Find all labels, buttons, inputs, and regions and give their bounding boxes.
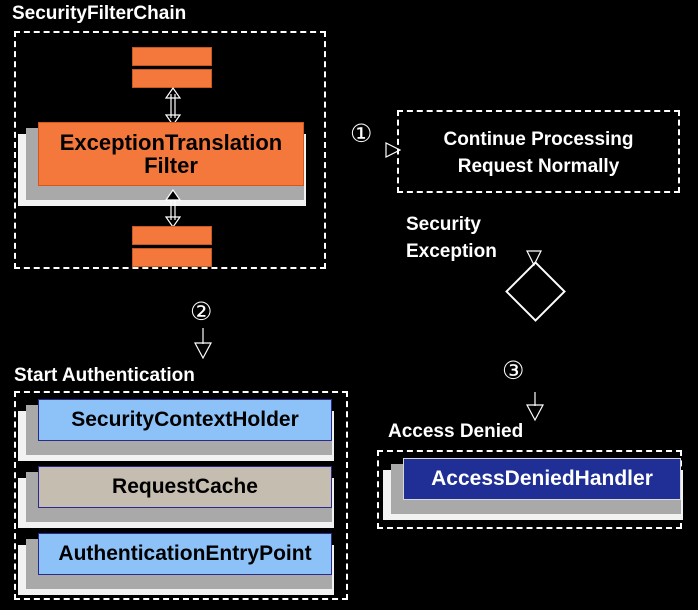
filter-bar-top-1: [132, 47, 212, 66]
filter-bar-top-2: [132, 69, 212, 88]
step-marker-three: ③: [502, 356, 525, 385]
group-security-filter-chain: [14, 31, 326, 269]
component-authentication-entry-point[interactable]: AuthenticationEntryPoint: [18, 533, 334, 595]
group-label-access-denied: Access Denied: [388, 421, 524, 442]
connector-step-one-arrow: [380, 140, 406, 160]
group-label-continue-processing: Continue Processing Request Normally: [397, 126, 680, 180]
connector-step-three-arrow: [521, 392, 549, 424]
component-request-cache[interactable]: RequestCache: [18, 466, 334, 528]
step-marker-two: ②: [190, 297, 213, 326]
step-marker-one: ①: [350, 119, 373, 148]
filter-bar-bottom-2: [132, 248, 212, 267]
continue-processing-line-1: Continue Processing: [443, 129, 634, 150]
component-label: AccessDeniedHandler: [431, 466, 653, 490]
group-label-start-authentication: Start Authentication: [14, 365, 195, 386]
connector-bottom-bidirectional: [160, 188, 186, 229]
component-label: RequestCache: [112, 474, 258, 498]
component-access-denied-handler[interactable]: AccessDeniedHandler: [383, 458, 683, 520]
connector-step-two-arrow: [189, 328, 217, 360]
component-security-context-holder[interactable]: SecurityContextHolder: [18, 399, 334, 461]
component-face: AccessDeniedHandler: [403, 458, 681, 500]
filter-bar-bottom-1: [132, 226, 212, 245]
connector-top-bidirectional: [160, 86, 186, 127]
component-exception-translation-filter[interactable]: ExceptionTranslation Filter: [18, 122, 306, 206]
security-exception-line-2: Exception: [406, 241, 497, 262]
group-label-security-filter-chain: SecurityFilterChain: [12, 3, 187, 24]
security-exception-line-1: Security: [406, 214, 481, 235]
component-face: ExceptionTranslation Filter: [38, 122, 304, 186]
continue-processing-line-2: Request Normally: [457, 156, 620, 177]
decision-diamond: [505, 261, 566, 322]
group-start-authentication: [14, 391, 348, 600]
connector-security-exception-arrow: [521, 247, 549, 269]
component-face: SecurityContextHolder: [38, 399, 332, 441]
component-face: RequestCache: [38, 466, 332, 508]
group-continue-processing: [397, 110, 680, 193]
component-label: SecurityContextHolder: [71, 407, 299, 431]
component-face: AuthenticationEntryPoint: [38, 533, 332, 575]
annotation-security-exception: Security Exception: [406, 211, 497, 265]
component-label: AuthenticationEntryPoint: [58, 541, 312, 565]
component-label: ExceptionTranslation Filter: [59, 129, 283, 178]
